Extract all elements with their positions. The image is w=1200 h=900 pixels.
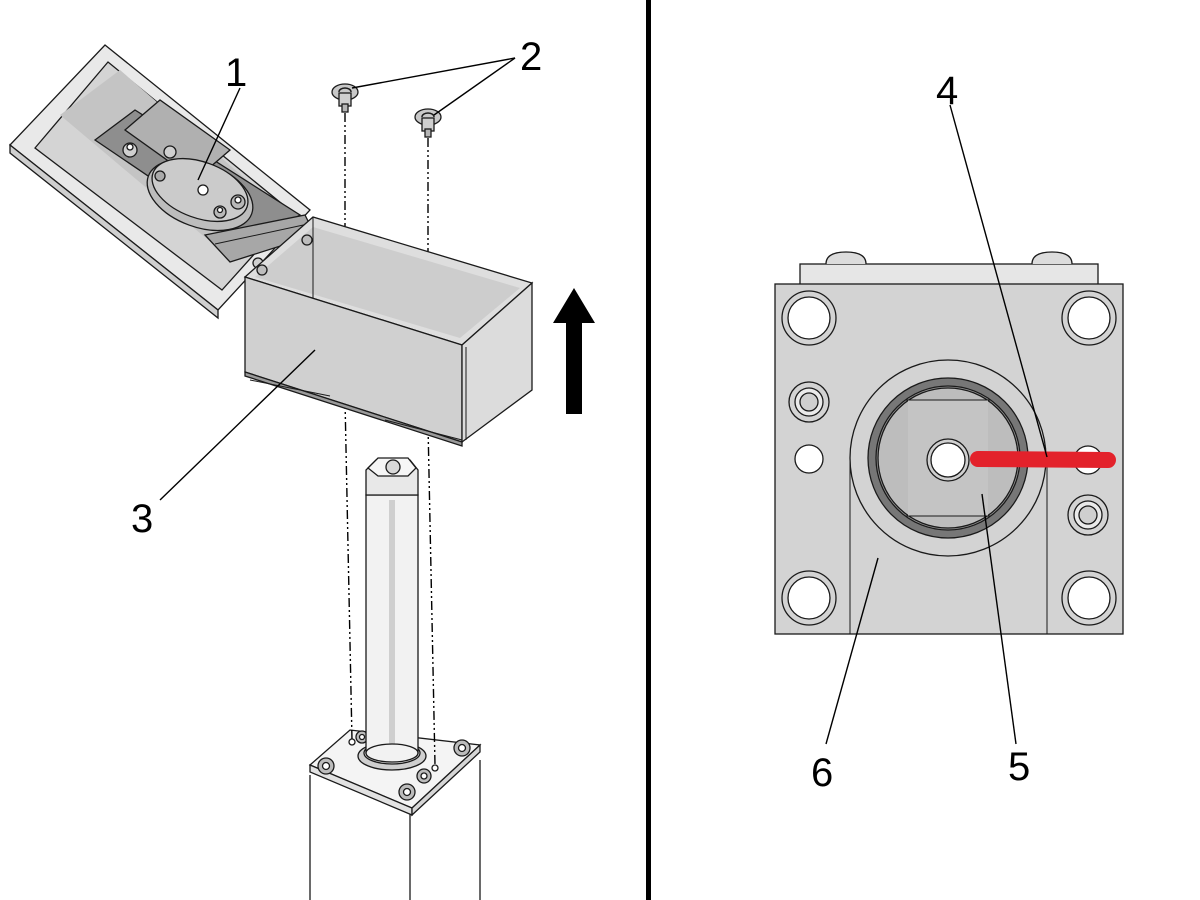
base-screw [355,730,369,744]
alignment-line [427,424,436,766]
side-screw [1067,494,1109,536]
leader-line-4 [949,104,1048,458]
right-panel-top-view: 4 5 6 [774,69,1124,795]
leader-line-2a [351,57,516,89]
leader-line-3 [159,349,316,501]
base-screw [398,783,416,801]
rotor-part-5 [877,387,1019,529]
callout-label-2: 2 [520,35,542,79]
callout-label-4: 4 [936,69,958,113]
top-rail [799,251,1099,286]
cam-disc-part-1 [146,157,254,232]
screw-2a [331,83,359,113]
panel-divider [646,0,651,900]
alignment-line [344,399,353,741]
left-panel-exploded-view: 1 2 3 [9,35,595,900]
corner-bore [1061,290,1117,346]
side-screw [788,381,830,423]
callout-label-6: 6 [811,751,833,795]
screw-2b [414,108,442,138]
corner-bore [781,570,837,626]
callout-label-5: 5 [1008,745,1030,789]
corner-bore [781,290,837,346]
leader-line-5 [981,493,1017,745]
shaft [365,457,419,763]
base-screw [453,739,471,757]
base-screw [317,757,335,775]
callout-label-1: 1 [225,51,247,95]
side-hole [794,444,824,474]
callout-label-3: 3 [131,497,153,541]
mounting-hole [431,764,439,772]
leader-line-2b [433,57,516,116]
indicator-mark-part-4 [970,451,1116,468]
base-screw [416,768,432,784]
box-part-3 [243,216,534,447]
leader-line-6 [825,557,879,745]
arrow-up-icon [553,288,595,414]
corner-bore [1061,570,1117,626]
carriage-part-6 [849,455,1048,634]
mounting-hole [348,738,356,746]
leader-line-1 [197,87,241,181]
